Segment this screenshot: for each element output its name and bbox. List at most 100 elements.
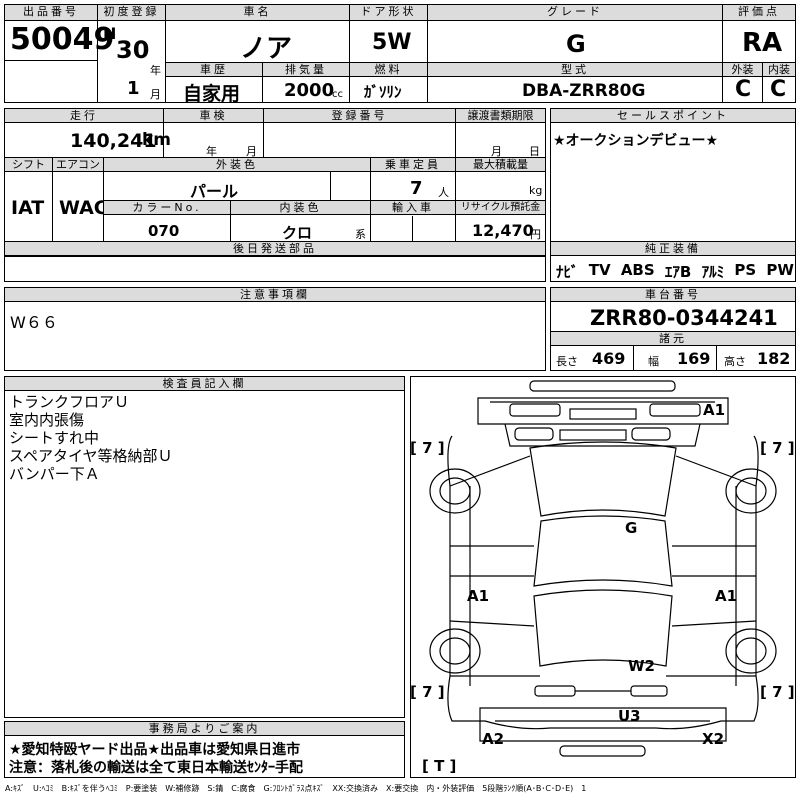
- length-label: 長さ: [556, 355, 578, 368]
- displacement: 2000: [284, 80, 335, 101]
- car-diagram: [410, 376, 796, 778]
- mark-x2: X2: [702, 730, 724, 748]
- car-name-header: 車名: [166, 5, 349, 21]
- door-type: 5W: [372, 30, 412, 55]
- inspector-line: スペアタイヤ等格納部Ｕ: [9, 447, 173, 465]
- interior-color: クロ: [282, 224, 313, 242]
- equipment-item: PS: [734, 261, 757, 279]
- int-grade: C: [770, 77, 787, 102]
- chassis-number: ZRR80-0344241: [590, 306, 778, 330]
- equipment-list: ﾅﾋﾞ TV ABS ｴｱB ｱﾙﾐ PS PW: [556, 261, 794, 282]
- width: 169: [677, 349, 711, 368]
- fuel-header: 燃料: [350, 63, 427, 77]
- sales-point-section: [550, 108, 796, 282]
- equipment-item: ｴｱB: [664, 263, 692, 281]
- inspector-line: バンパー下Ａ: [9, 465, 100, 483]
- transfer-header: 譲渡書類期限: [456, 109, 545, 123]
- detail-section: [4, 108, 546, 282]
- mark-a1-right: A1: [715, 587, 737, 605]
- office-section: [4, 721, 405, 778]
- chassis-section: [550, 287, 796, 371]
- transfer-day: 日: [529, 145, 540, 158]
- grade-header: グレード: [428, 5, 722, 21]
- inspection-header: 車検: [164, 109, 263, 123]
- equipment-item: ｱﾙﾐ: [701, 263, 725, 281]
- office-line-1: ★愛知特殴ヤード出品★出品車は愛知県日進市: [9, 742, 301, 758]
- mileage-unit: km: [142, 130, 172, 150]
- int-header: 内装: [763, 63, 795, 77]
- mark-a1-left: A1: [467, 587, 489, 605]
- inspector-line: トランクフロアＵ: [9, 393, 130, 411]
- color-no-header: カラーNo.: [104, 201, 230, 215]
- displacement-header: 排気量: [263, 63, 349, 77]
- inspector-line: 室内内張傷: [9, 411, 85, 429]
- height: 182: [757, 349, 791, 368]
- era: H: [103, 24, 117, 43]
- capacity-unit: 人: [438, 186, 449, 199]
- air-conditioner: WAC: [59, 197, 108, 219]
- inspector-notes: トランクフロアＵ 室内内張傷 シートすれ中 スペアタイヤ等格納部Ｕ バンパー下Ａ: [9, 393, 173, 483]
- notes-text: W６６: [10, 313, 58, 332]
- capacity: 7: [410, 178, 423, 199]
- transfer-month: 月: [491, 145, 502, 158]
- equipment-item: ABS: [620, 261, 655, 279]
- ac-header: エアコン: [53, 158, 103, 172]
- car-name: ノア: [240, 34, 293, 64]
- mark-a1-front: A1: [703, 401, 725, 419]
- inspector-line: シートすれ中: [9, 429, 100, 447]
- office-line-2: 注意：落札後の輸送は全て東日本輸送ｾﾝﾀｰ手配: [9, 760, 303, 776]
- length: 469: [592, 349, 626, 368]
- mark-bottom-left: [ 7 ]: [410, 683, 445, 701]
- lot-number-header: 出品番号: [5, 5, 97, 21]
- width-label: 幅: [648, 355, 659, 368]
- reg-number-header: 登録番号: [264, 109, 455, 123]
- shift: IAT: [11, 197, 45, 219]
- car-diagram-drawing: [ 7 ] [ 7 ] [ 7 ] [ 7 ] [ T ] A1 G A1 A1…: [410, 380, 795, 775]
- office-header: 事務局よりご案内: [5, 722, 404, 736]
- mark-a2: A2: [482, 730, 504, 748]
- grade: G: [566, 30, 586, 58]
- mark-g: G: [625, 519, 637, 537]
- mark-bottom-right: [ 7 ]: [760, 683, 795, 701]
- mark-top-left: [ 7 ]: [410, 439, 445, 457]
- capacity-header: 乗車定員: [371, 158, 455, 172]
- chassis-header: 車台番号: [551, 288, 795, 302]
- load-unit: kg: [529, 184, 543, 197]
- rating: RA: [742, 28, 783, 58]
- model-code: DBA-ZRR80G: [522, 81, 646, 101]
- inspection-year: 年: [206, 145, 217, 158]
- mileage: 140,241: [70, 130, 157, 152]
- load-header: 最大積載量: [456, 158, 545, 172]
- recycle-unit: 円: [530, 228, 541, 241]
- mark-w2: W2: [628, 657, 655, 675]
- sales-point-header: セールスポイント: [551, 109, 795, 123]
- mark-u3: U3: [618, 707, 641, 725]
- lot-number: 50049: [10, 22, 115, 57]
- ext-header: 外装: [723, 63, 762, 77]
- reg-year: 30: [116, 36, 150, 64]
- month-unit: 月: [150, 88, 161, 101]
- specs-header: 諸元: [551, 332, 795, 346]
- color-header: 外装色: [104, 158, 370, 172]
- door-header: ドア形状: [350, 5, 427, 21]
- height-label: 高さ: [724, 355, 746, 368]
- notes-section: [4, 287, 546, 371]
- color-number: 070: [148, 222, 180, 240]
- import-header: 輸入車: [371, 201, 455, 215]
- fuel: ｶﾞｿﾘﾝ: [364, 83, 402, 101]
- inspection-month: 月: [246, 145, 257, 158]
- rating-header: 評価点: [723, 5, 795, 21]
- inspector-section: [4, 376, 405, 718]
- car-history: 自家用: [183, 83, 241, 105]
- equipment-item: PW: [766, 261, 794, 279]
- inspector-header: 検査員記入欄: [5, 377, 404, 391]
- equipment-header: 純正装備: [551, 242, 795, 256]
- year-unit: 年: [150, 64, 161, 77]
- history-header: 車歴: [166, 63, 262, 77]
- later-parts-header: 後日発送部品: [5, 242, 545, 256]
- recycle-fee: 12,470: [472, 221, 534, 240]
- equipment-item: ﾅﾋﾞ: [556, 263, 579, 281]
- int-color-unit: 系: [355, 228, 366, 241]
- notes-header: 注意事項欄: [5, 288, 545, 302]
- sales-point-text: ★オークションデビュー★: [553, 133, 719, 149]
